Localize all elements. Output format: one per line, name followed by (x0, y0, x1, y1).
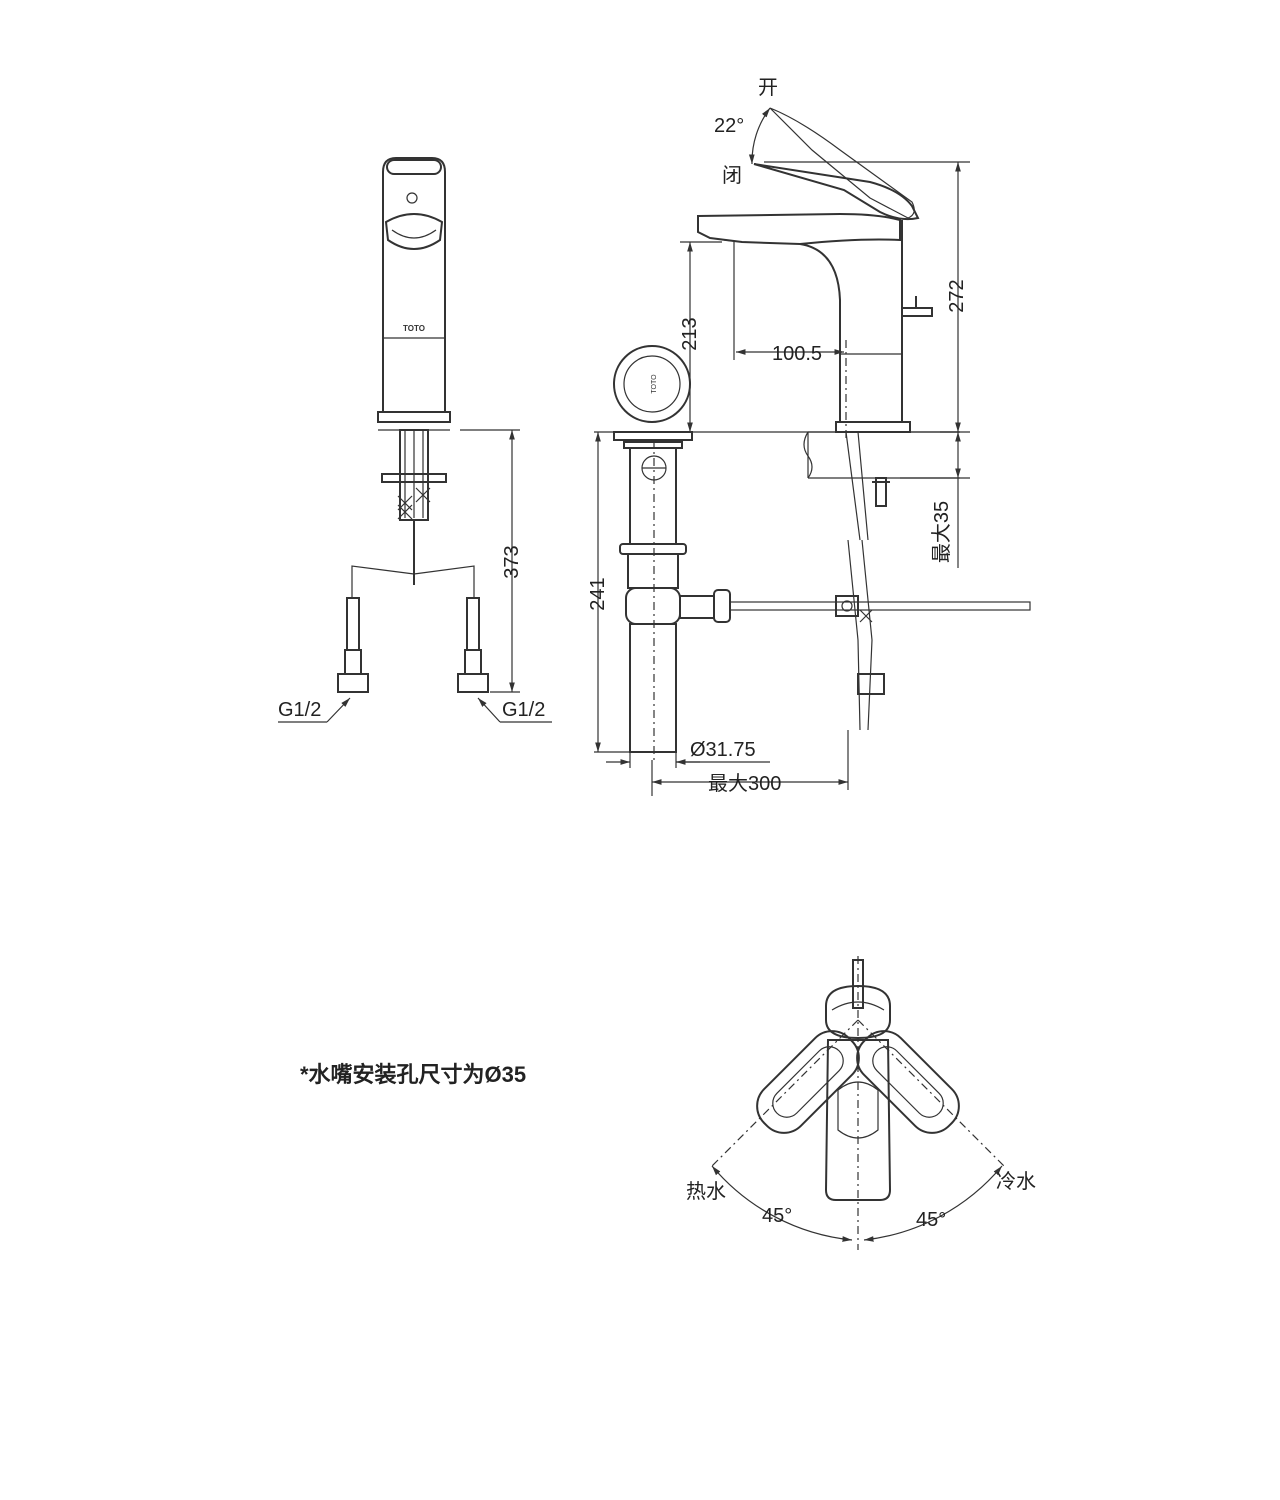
top-view: 热水 冷水 45° 45° (686, 956, 1036, 1250)
faucet-handle-face (384, 213, 444, 250)
spout (697, 212, 901, 246)
label-g12-left: G1/2 (278, 699, 321, 721)
supply-hose-left (351, 565, 415, 598)
top-handle-head (825, 984, 891, 1040)
dim-241: 241 (587, 577, 609, 610)
dim-diameter: Ø31.75 (690, 739, 756, 761)
dim-272: 272 (946, 279, 968, 312)
drain-pull-rod (729, 601, 1031, 611)
popup-rod (901, 307, 933, 317)
label-hot: 热水 (686, 1180, 726, 1203)
label-close: 闭 (722, 164, 742, 187)
lever-handle-open (769, 107, 915, 219)
dim-max300: 最大300 (708, 772, 781, 795)
countertop-section (807, 431, 960, 479)
faucet-front-body (382, 157, 446, 413)
label-open: 开 (758, 77, 778, 99)
side-body (799, 220, 903, 423)
handle-hot-position (756, 1030, 860, 1134)
supply-hose-right (413, 565, 475, 598)
dim-373: 373 (501, 545, 523, 578)
front-view: TOTO 373 G1/2 (278, 157, 552, 723)
angle-45-right: 45° (916, 1209, 946, 1231)
side-view: TOTO 开 22° 闭 272 213 (587, 77, 1031, 796)
label-cold: 冷水 (996, 1170, 1036, 1193)
dim-max35: 最大35 (930, 501, 953, 563)
dim-213: 213 (679, 317, 701, 350)
mounting-nut-plate (381, 473, 447, 483)
lever-handle-closed (753, 163, 920, 221)
drain-tailpipe (629, 623, 677, 753)
drain-cap-mark: TOTO (651, 374, 658, 394)
angle-22: 22° (714, 115, 744, 137)
faucet-top-slot (386, 159, 442, 175)
side-thread-connector (857, 673, 885, 695)
handle-screw-icon (406, 192, 418, 204)
faucet-base-flange (377, 411, 451, 423)
handle-cold-position (856, 1030, 960, 1134)
installation-note: *水嘴安装孔尺寸为Ø35 (300, 1062, 526, 1087)
front-brand-mark: TOTO (403, 324, 425, 333)
dim-100-5: 100.5 (772, 343, 822, 365)
thread-connector-right (457, 673, 489, 693)
label-g12-right: G1/2 (502, 699, 545, 721)
drain-body (629, 447, 677, 545)
drain-overflow (625, 587, 681, 625)
nut-hatch (397, 487, 431, 520)
angle-45-left: 45° (762, 1205, 792, 1227)
thread-connector-left (337, 673, 369, 693)
